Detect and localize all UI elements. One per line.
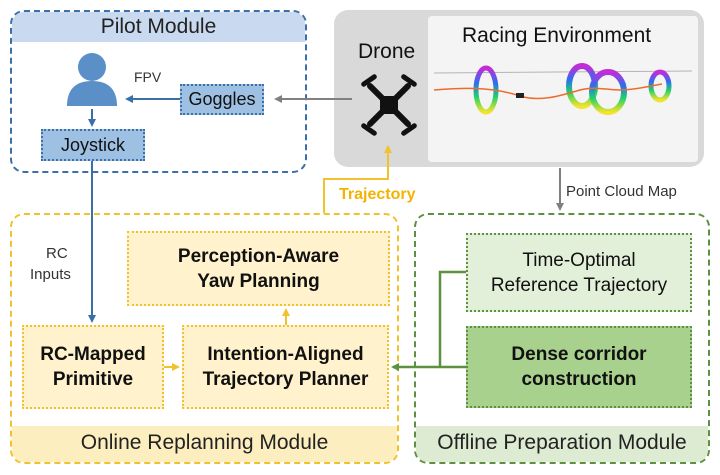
- trajectory-planner-line-1: Intention-Aligned: [207, 344, 364, 365]
- offline-module-footer: Offline Preparation Module: [416, 426, 708, 462]
- yaw-planning-box: Perception-Aware Yaw Planning: [127, 231, 390, 306]
- goggles-box: Goggles: [180, 84, 264, 115]
- rc-inputs-label-2: Inputs: [30, 266, 71, 283]
- reference-trajectory-line-1: Time-Optimal: [522, 249, 636, 271]
- joystick-label: Joystick: [60, 134, 125, 155]
- pilot-module-header: Pilot Module: [12, 12, 305, 42]
- dense-corridor-box: Dense corridor construction: [466, 326, 692, 408]
- reference-to-planner-line: [438, 270, 466, 367]
- pilot-module-title: Pilot Module: [100, 15, 217, 38]
- trajectory-planner-box: Intention-Aligned Trajectory Planner: [182, 325, 389, 409]
- yaw-planning-line-1: Perception-Aware: [177, 245, 340, 267]
- fpv-label: FPV: [134, 69, 162, 85]
- joystick-box: Joystick: [41, 129, 145, 161]
- reference-trajectory-box: Time-Optimal Reference Trajectory: [466, 233, 692, 312]
- point-cloud-edge-label: Point Cloud Map: [566, 183, 677, 200]
- offline-module-title: Offline Preparation Module: [437, 431, 687, 454]
- dense-corridor-line-2: construction: [521, 369, 637, 390]
- reference-trajectory-line-2: Reference Trajectory: [490, 274, 668, 296]
- drone-icon: [361, 74, 417, 136]
- racing-environment-render: [433, 63, 693, 156]
- trajectory-to-drone-arrow: [323, 145, 392, 213]
- trajectory-edge-label: Trajectory: [339, 186, 416, 203]
- goggles-label: Goggles: [188, 89, 256, 109]
- rc-mapped-line-1: RC-Mapped: [40, 344, 146, 365]
- online-module-footer: Online Replanning Module: [12, 426, 397, 462]
- dense-corridor-line-1: Dense corridor: [511, 344, 647, 365]
- drone-label: Drone: [358, 40, 416, 63]
- online-module-title: Online Replanning Module: [80, 431, 329, 454]
- yaw-planning-line-2: Yaw Planning: [197, 270, 320, 292]
- rc-mapped-line-2: Primitive: [52, 369, 134, 390]
- rc-mapped-primitive-box: RC-Mapped Primitive: [22, 325, 164, 409]
- racing-environment-title: Racing Environment: [462, 24, 652, 47]
- trajectory-planner-line-2: Trajectory Planner: [202, 369, 369, 390]
- pilot-person-icon: [67, 53, 117, 106]
- rc-inputs-label-1: RC: [46, 245, 68, 262]
